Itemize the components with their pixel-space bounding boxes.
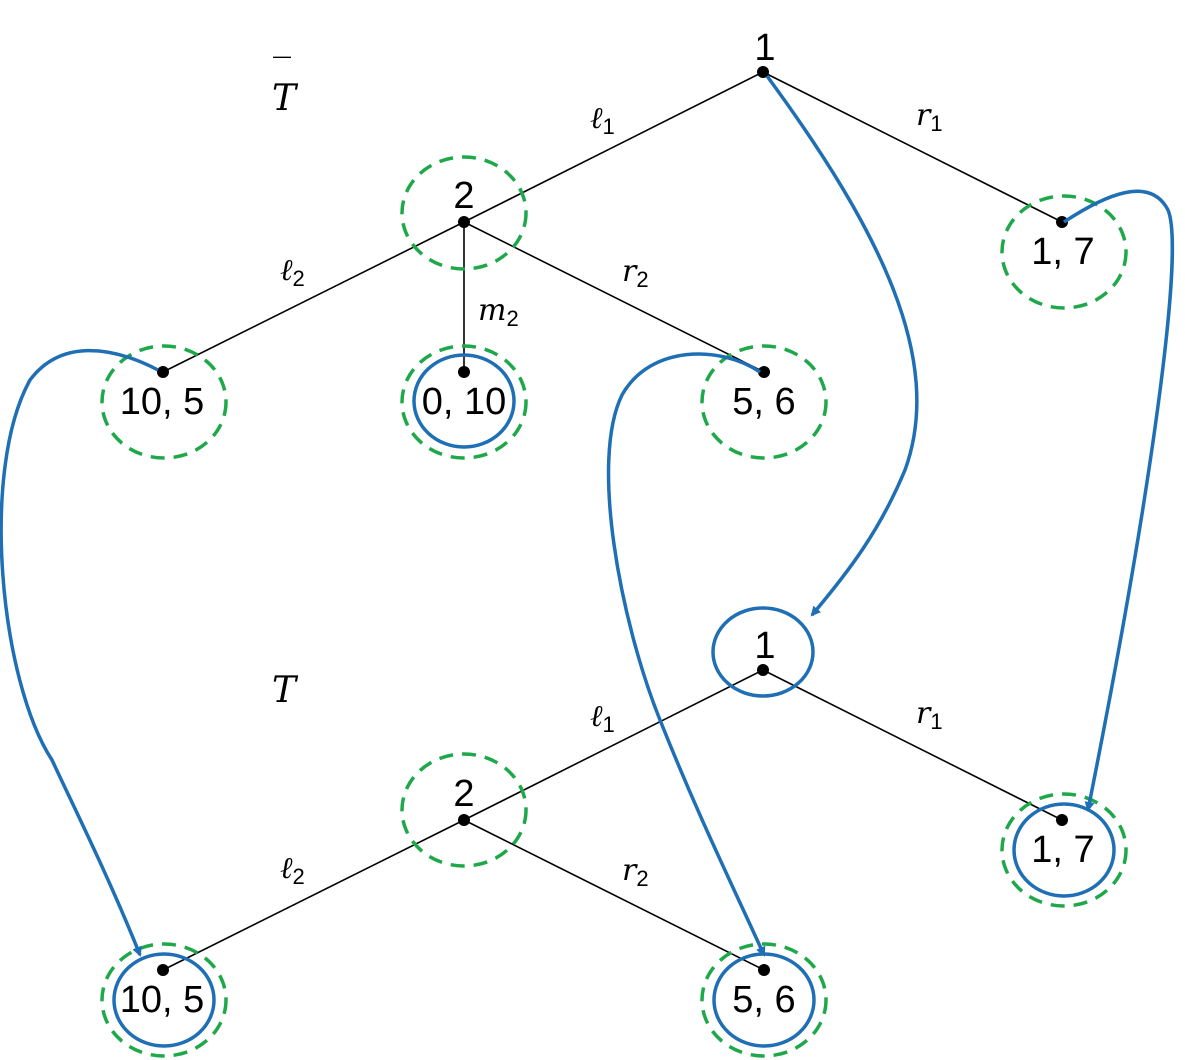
top-tree-name-bar: ‾ — [273, 52, 291, 93]
top-edge-label-r1: r1 — [916, 98, 943, 136]
top-edge-label-r2: r2 — [622, 254, 649, 292]
bottom-payoff-l2: 10, 5 — [120, 979, 205, 1021]
top-payoff-r2: 5, 6 — [732, 381, 795, 423]
top-payoff-m2-selected-ring — [412, 353, 516, 449]
bottom-edge-label-r1: r1 — [916, 696, 943, 734]
top-terminal-r1 — [1056, 216, 1068, 228]
bottom-player2-label: 2 — [453, 773, 474, 815]
bottom-payoff-l2-ring — [100, 942, 228, 1058]
bottom-payoff-r2-ring — [700, 942, 828, 1058]
bottom-player2-node — [458, 814, 470, 826]
bottom-edge-label-l1: ℓ1 — [590, 699, 615, 737]
arrow-terminal-r1-to-terminal-r1 — [1063, 189, 1175, 812]
top-payoff-r1-ring — [1000, 194, 1128, 310]
top-terminal-l2 — [157, 366, 169, 378]
bottom-edge-label-l2: ℓ2 — [280, 851, 305, 889]
bottom-tree: T 1 2 ℓ1 r1 ℓ2 r2 1, 7 10, 5 5, 6 — [100, 606, 1128, 1058]
bottom-player2-dominance-ring — [400, 752, 528, 868]
top-terminal-r2 — [758, 366, 770, 378]
bottom-edge-r2 — [463, 819, 765, 971]
top-edge-l2 — [162, 221, 465, 373]
bottom-terminal-r1 — [1056, 814, 1068, 826]
top-terminal-m2 — [458, 366, 470, 378]
bottom-payoff-r1-ring — [1000, 792, 1128, 908]
mapping-arrows — [0, 74, 1175, 957]
bottom-edge-label-r2: r2 — [622, 853, 649, 891]
arrow-terminal-l2-to-terminal-l2 — [0, 348, 159, 957]
bottom-edge-r1 — [762, 669, 1063, 821]
top-edge-r1 — [762, 71, 1063, 223]
top-edge-r2 — [463, 221, 765, 373]
top-player2-label: 2 — [453, 175, 474, 217]
bottom-payoff-r1-selected-ring — [1012, 802, 1116, 898]
bottom-payoff-l2-selected-ring — [112, 952, 216, 1048]
bottom-root-node — [757, 664, 769, 676]
top-root-player-label: 1 — [754, 27, 775, 69]
bottom-payoff-r2: 5, 6 — [732, 979, 795, 1021]
top-tree-name: T — [272, 78, 299, 119]
bottom-root-selected-ring — [711, 606, 815, 698]
top-payoff-m2: 0, 10 — [422, 381, 507, 423]
bottom-edge-l2 — [162, 819, 465, 971]
bottom-terminal-r2 — [758, 964, 770, 976]
top-payoff-l2-ring — [100, 344, 228, 460]
top-edge-label-l1: ℓ1 — [590, 101, 615, 139]
arrow-root-to-root — [765, 74, 919, 617]
bottom-edge-l1 — [463, 669, 764, 821]
top-player2-dominance-ring — [400, 155, 528, 271]
bottom-root-player-label: 1 — [754, 625, 775, 667]
top-payoff-m2-ring — [400, 344, 528, 460]
bottom-terminal-l2 — [157, 964, 169, 976]
top-edge-l1 — [463, 71, 764, 223]
arrow-terminal-r2-to-terminal-r2 — [606, 352, 766, 957]
top-payoff-l2: 10, 5 — [120, 381, 205, 423]
top-payoff-r2-ring — [700, 344, 828, 460]
top-root-node — [757, 66, 769, 78]
top-player2-node — [458, 216, 470, 228]
top-edge-label-l2: ℓ2 — [280, 253, 305, 291]
top-payoff-r1: 1, 7 — [1031, 231, 1094, 273]
top-edge-label-m2: m2 — [478, 293, 519, 331]
bottom-payoff-r1: 1, 7 — [1031, 829, 1094, 871]
top-tree: T ‾ 1 2 ℓ1 r1 ℓ2 m2 r2 1, 7 10, 5 0, 10 … — [100, 27, 1128, 460]
bottom-tree-name: T — [272, 670, 299, 711]
